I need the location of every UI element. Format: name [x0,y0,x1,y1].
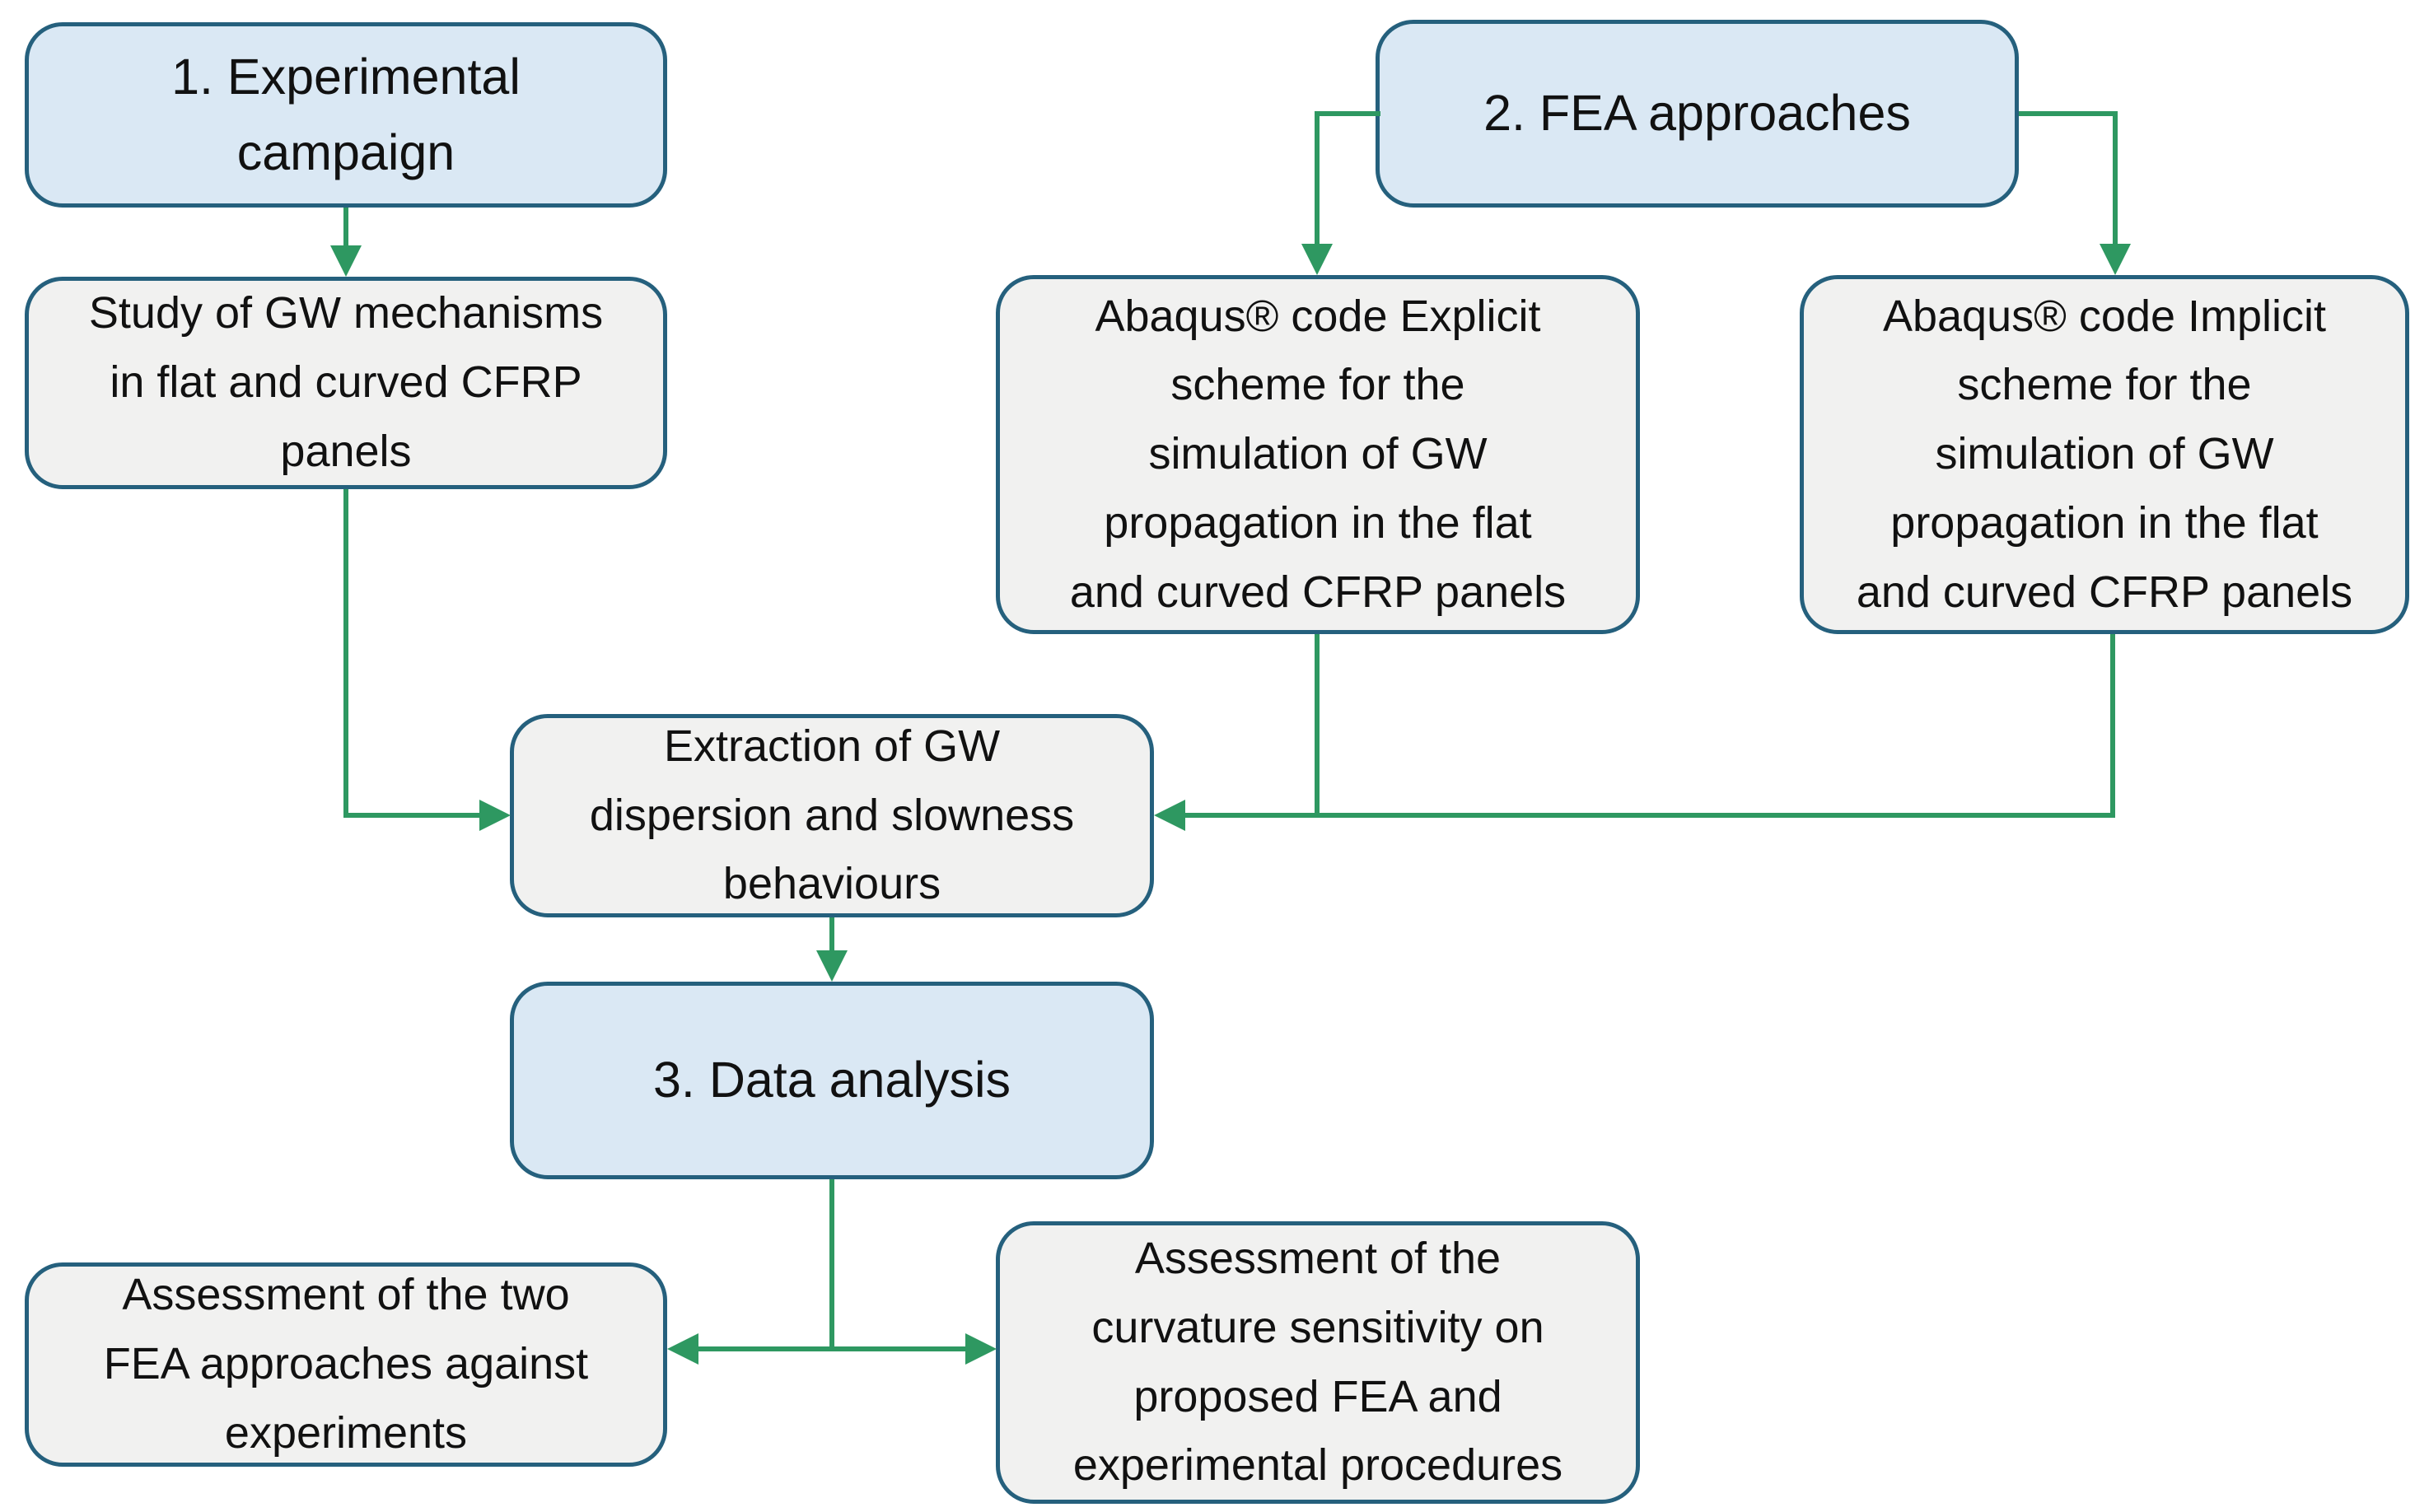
arrowhead-exp-to-study-icon [330,245,362,277]
node-label: Assessment of the curvature sensitivity … [1072,1234,1563,1491]
node-label: 2. FEA approaches [1483,85,1911,142]
connector-implicit-to-extraction-v [2110,634,2115,815]
node-assessment-fea: Assessment of the two FEA approaches aga… [25,1262,667,1467]
node-label: Abaqus® code Implicit scheme for the sim… [1856,291,2353,617]
node-label: Abaqus® code Explicit scheme for the sim… [1069,291,1567,617]
connector-analysis-split-v [829,1179,834,1351]
node-study-gw: Study of GW mechanisms in flat and curve… [25,277,667,489]
node-experimental-campaign: 1. Experimental campaign [25,22,667,208]
arrowhead-extraction-to-analysis-icon [816,950,848,982]
connector-analysis-split-h [697,1346,967,1351]
connector-fea-to-implicit-v [2113,111,2118,247]
connector-exp-to-study [343,208,348,250]
connector-fea-to-extraction-h [1184,813,2115,818]
arrowhead-analysis-to-assessment-fea-icon [667,1333,698,1365]
node-label: Study of GW mechanisms in flat and curve… [88,288,604,476]
node-label: Assessment of the two FEA approaches aga… [103,1270,589,1458]
node-fea-approaches: 2. FEA approaches [1376,20,2019,208]
connector-explicit-to-extraction-v [1315,634,1320,818]
connector-fea-to-implicit-h [2019,111,2118,116]
connector-study-to-extraction-v [343,489,348,818]
node-extraction: Extraction of GW dispersion and slowness… [510,714,1154,917]
arrowhead-fea-to-explicit-icon [1301,244,1333,275]
node-assessment-curvature: Assessment of the curvature sensitivity … [996,1221,1640,1504]
connector-fea-to-explicit-v [1315,111,1320,247]
arrowhead-fea-to-implicit-icon [2100,244,2131,275]
arrowhead-analysis-to-assessment-curvature-icon [965,1333,997,1365]
connector-study-to-extraction-h [343,813,481,818]
arrowhead-fea-to-extraction-icon [1154,800,1185,831]
node-abaqus-explicit: Abaqus® code Explicit scheme for the sim… [996,275,1640,634]
arrowhead-study-to-extraction-icon [479,800,511,831]
node-label: Extraction of GW dispersion and slowness… [589,721,1075,909]
connector-extraction-to-analysis [829,917,834,954]
node-label: 1. Experimental campaign [171,49,521,180]
connector-fea-to-explicit-h [1315,111,1380,116]
node-data-analysis: 3. Data analysis [510,982,1154,1179]
node-abaqus-implicit: Abaqus® code Implicit scheme for the sim… [1800,275,2409,634]
node-label: 3. Data analysis [653,1052,1011,1108]
